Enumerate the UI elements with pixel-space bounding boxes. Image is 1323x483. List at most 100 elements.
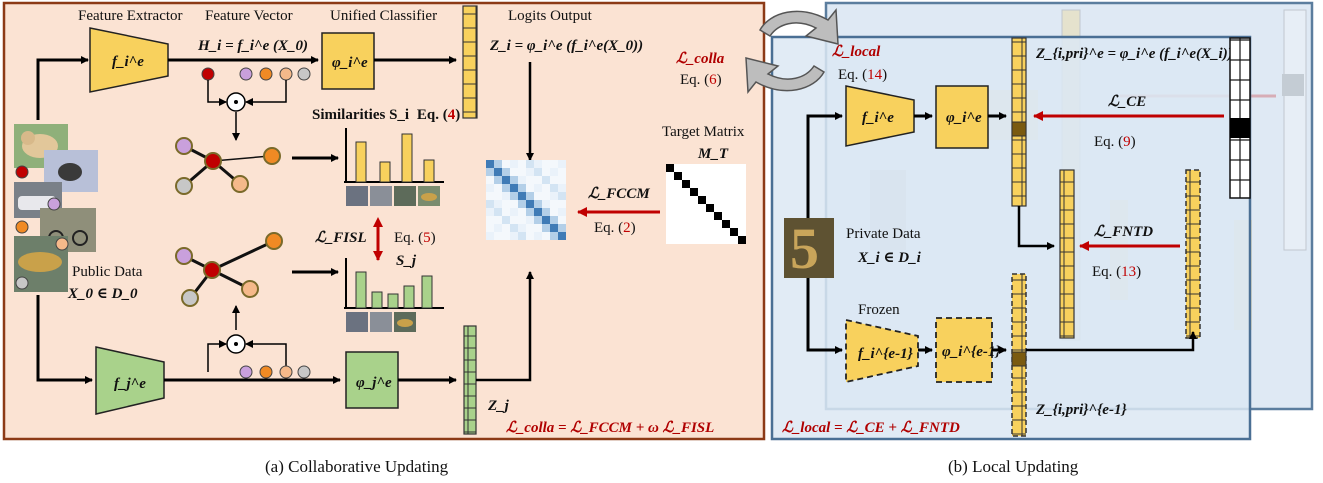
header-logits-output: Logits Output bbox=[508, 8, 593, 24]
fi-label: f_i^e bbox=[112, 54, 144, 70]
private-data-label: Private Data bbox=[846, 226, 921, 242]
matrix-cell bbox=[494, 176, 502, 184]
frozen-fi-label: f_i^{e-1} bbox=[858, 346, 914, 362]
matrix-cell bbox=[494, 200, 502, 208]
sj-label: S_j bbox=[396, 253, 417, 269]
similarity-bars-j bbox=[344, 258, 444, 309]
flow-to-fj bbox=[36, 295, 93, 384]
frozen-feature-extractor bbox=[845, 318, 919, 384]
matrix-cell bbox=[486, 168, 494, 176]
public-data-label: Public Data bbox=[72, 264, 143, 280]
l-ce-label: ℒ_CE bbox=[1108, 94, 1146, 110]
z-prev-label: Z_{i,pri}^{e-1} bbox=[1035, 402, 1127, 418]
caption-a: (a) Collaborative Updating bbox=[265, 457, 449, 476]
dot-product-icon bbox=[226, 334, 246, 354]
phi-i-label: φ_i^e bbox=[332, 55, 368, 71]
matrix-cell bbox=[534, 160, 542, 168]
one-hot-active-cell bbox=[1230, 118, 1250, 138]
target-diagonal-cell bbox=[682, 180, 690, 188]
target-diagonal-cell bbox=[690, 188, 698, 196]
digit-glyph: 5 bbox=[790, 216, 819, 281]
matrix-cell bbox=[542, 224, 550, 232]
private-logit-target-cell bbox=[1011, 121, 1027, 137]
phi-j-label: φ_j^e bbox=[356, 375, 392, 391]
flow-dot-j-left bbox=[207, 340, 227, 372]
matrix-cell bbox=[550, 216, 558, 224]
l-fccm-label: ℒ_FCCM bbox=[588, 186, 650, 202]
eq-zi: Z_i = φ_i^e (f_i^e(X_0)) bbox=[489, 38, 643, 54]
matrix-cell bbox=[486, 232, 494, 240]
l-local-eq: Eq. (14) bbox=[838, 67, 887, 83]
public-data-set: X_0 ∈ D_0 bbox=[67, 286, 138, 302]
frozen-logit-target-cell bbox=[1011, 351, 1027, 367]
public-data-images bbox=[14, 124, 98, 292]
matrix-cell bbox=[494, 224, 502, 232]
l-ce-eq: Eq. (9) bbox=[1094, 134, 1136, 150]
matrix-cell bbox=[526, 200, 534, 208]
matrix-cell bbox=[502, 216, 510, 224]
l-local-label: ℒ_local bbox=[832, 44, 881, 60]
sample-thumbnails-i bbox=[346, 186, 440, 206]
header-unified-classifier: Unified Classifier bbox=[330, 8, 437, 24]
matrix-cell bbox=[550, 168, 558, 176]
frozen-phi-label: φ_i^{e-1} bbox=[942, 344, 1001, 360]
matrix-cell bbox=[510, 224, 518, 232]
flow-zj-to-matrix bbox=[476, 271, 534, 382]
flow-dot-left bbox=[207, 80, 227, 106]
matrix-cell bbox=[486, 208, 494, 216]
sample-thumbnails-j bbox=[346, 312, 416, 332]
matrix-cell bbox=[486, 184, 494, 192]
l-colla-eq: Eq. (6) bbox=[680, 72, 722, 88]
flow-private-to-fi bbox=[806, 112, 843, 220]
panel-local-updating: ℒ_local Eq. (14) f_i^e φ_i^e Z_{i,pri}^e… bbox=[745, 1, 1314, 441]
matrix-cell bbox=[518, 184, 526, 192]
matrix-cell bbox=[510, 208, 518, 216]
current-split-vector bbox=[1059, 169, 1075, 339]
matrix-cell bbox=[486, 160, 494, 168]
target-diagonal-cell bbox=[674, 172, 682, 180]
flow-dot-right bbox=[245, 80, 287, 106]
feature-extractor-fi bbox=[89, 27, 169, 93]
l-fntd-eq: Eq. (13) bbox=[1092, 264, 1141, 280]
matrix-cell bbox=[518, 176, 526, 184]
matrix-cell bbox=[510, 232, 518, 240]
matrix-cell bbox=[510, 176, 518, 184]
target-matrix-symbol: M_T bbox=[697, 146, 729, 162]
local-classifier-phi-i bbox=[935, 85, 989, 149]
matrix-cell bbox=[526, 160, 534, 168]
matrix-cell bbox=[502, 168, 510, 176]
similarity-graph-i bbox=[175, 137, 281, 195]
target-diagonal-cell bbox=[730, 228, 738, 236]
target-diagonal-cell bbox=[722, 220, 730, 228]
l-fisl-eq: Eq. (5) bbox=[394, 230, 436, 246]
similarity-bars-i bbox=[344, 128, 444, 183]
panel-collaborative-updating: Feature Extractor Feature Vector Unified… bbox=[2, 1, 766, 441]
matrix-cell bbox=[494, 168, 502, 176]
matrix-cell bbox=[542, 176, 550, 184]
zj-label: Z_j bbox=[487, 398, 510, 414]
logits-vector-i bbox=[462, 5, 478, 119]
matrix-cell bbox=[550, 184, 558, 192]
swap-cycle-icon bbox=[745, 8, 839, 94]
header-feature-extractor: Feature Extractor bbox=[78, 8, 183, 24]
matrix-cell bbox=[518, 232, 526, 240]
header-feature-vector: Feature Vector bbox=[205, 8, 293, 24]
matrix-cell bbox=[526, 208, 534, 216]
panel-b-background bbox=[770, 35, 1252, 441]
matrix-cell bbox=[558, 160, 566, 168]
matrix-cell bbox=[510, 192, 518, 200]
similarities-label: Similarities S_i Eq. (4) bbox=[312, 107, 460, 123]
frozen-classifier bbox=[935, 317, 993, 383]
matrix-cell bbox=[518, 192, 526, 200]
target-diagonal-cell bbox=[706, 204, 714, 212]
matrix-cell bbox=[502, 184, 510, 192]
matrix-cell bbox=[558, 224, 566, 232]
flow-frozen-to-prev-split bbox=[1026, 331, 1197, 352]
target-diagonal-cell bbox=[666, 164, 674, 172]
fj-label: f_j^e bbox=[114, 376, 146, 392]
feature-vector-dots-i bbox=[201, 67, 311, 81]
matrix-cell bbox=[534, 232, 542, 240]
matrix-cell bbox=[550, 192, 558, 200]
target-diagonal-cell bbox=[714, 212, 722, 220]
